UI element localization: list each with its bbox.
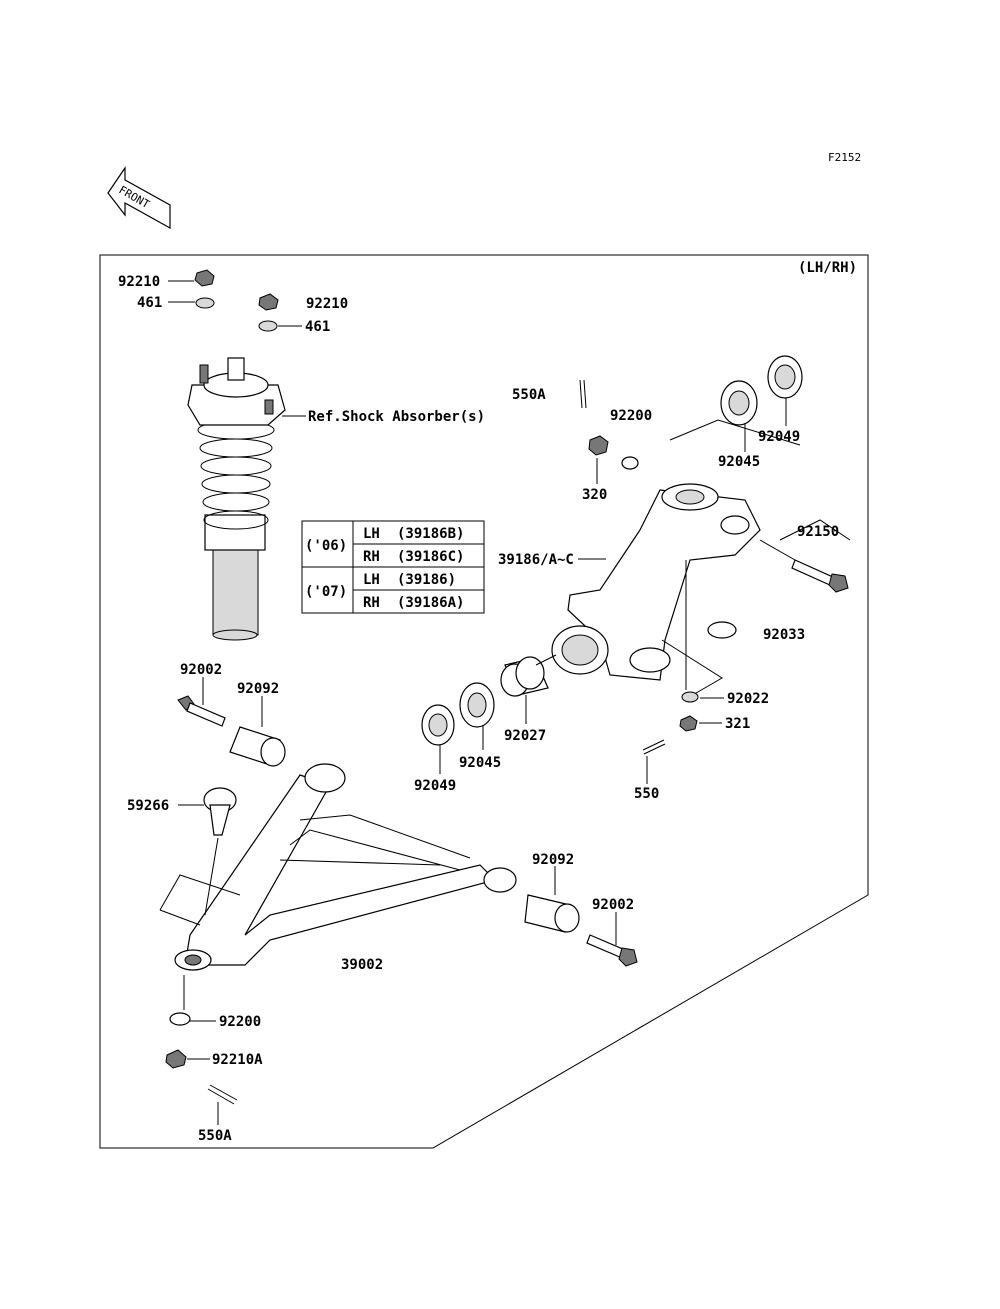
label-92210a: 92210A (212, 1052, 263, 1068)
washer-92200-bottom (169, 1012, 191, 1026)
ref-shock-note: Ref.Shock Absorber(s) (308, 409, 485, 425)
label-92033: 92033 (763, 627, 805, 643)
figure-code: F2152 (828, 151, 861, 164)
castle-nut-92210a (165, 1049, 187, 1069)
nut-321 (679, 715, 698, 732)
label-320: 320 (582, 487, 607, 503)
seal-92049-top (767, 355, 803, 399)
bolt-92002-bottom (586, 934, 638, 967)
steering-knuckle (551, 483, 761, 681)
shock-absorber (187, 357, 286, 641)
label-92045-top: 92045 (718, 454, 760, 470)
table-side-lh-06: LH (363, 526, 380, 542)
label-92049-top: 92049 (758, 429, 800, 445)
circlip-92033 (707, 621, 737, 639)
bolt-92150 (791, 559, 849, 593)
variant-table: ('06) LH (39186B) RH (39186C) ('07) LH (… (301, 520, 485, 614)
side-note: (LH/RH) (798, 260, 857, 276)
table-year-06: ('06) (305, 538, 347, 554)
washer-92200-top (621, 456, 639, 470)
table-part-39186: (39186) (397, 572, 456, 588)
label-92210-top: 92210 (118, 274, 160, 290)
label-39002: 39002 (341, 957, 383, 973)
nut-92210-top (194, 269, 215, 287)
label-92092-top: 92092 (237, 681, 279, 697)
label-39186: 39186/A~C (498, 552, 574, 568)
label-92150: 92150 (797, 524, 839, 540)
washer-92022 (681, 691, 699, 703)
seal-92049-bottom (421, 704, 455, 746)
table-side-lh-07: LH (363, 572, 380, 588)
bearing-92045-bottom (459, 682, 495, 728)
washer-461-mid (258, 320, 278, 332)
table-year-07: ('07) (305, 584, 347, 600)
label-92045-bottom: 92045 (459, 755, 501, 771)
nut-92210-mid (258, 293, 279, 311)
label-92002-top: 92002 (180, 662, 222, 678)
cotter-pin-550a-bottom (207, 1084, 238, 1105)
table-side-rh-07: RH (363, 595, 380, 611)
label-550: 550 (634, 786, 659, 802)
cotter-pin-550a-top (579, 379, 587, 409)
bolt-92002-top (177, 695, 226, 727)
label-461-top: 461 (137, 295, 162, 311)
table-part-39186c: (39186C) (397, 549, 464, 565)
label-92027: 92027 (504, 728, 546, 744)
table-side-rh-06: RH (363, 549, 380, 565)
castle-nut-320 (588, 435, 609, 456)
lower-a-arm-39002 (159, 763, 517, 971)
label-550a-top: 550A (512, 387, 546, 403)
bearing-92045-top (720, 380, 758, 426)
ball-joint-59266 (203, 787, 237, 836)
label-461-mid: 461 (305, 319, 330, 335)
table-part-39186a: (39186A) (397, 595, 464, 611)
label-321: 321 (725, 716, 750, 732)
table-part-39186b: (39186B) (397, 526, 464, 542)
front-arrow-icon: FRONT (107, 166, 171, 230)
diagram-frame (99, 254, 869, 1149)
bushing-92092-bottom (524, 894, 580, 933)
label-92210-mid: 92210 (306, 296, 348, 312)
label-92200-bottom: 92200 (219, 1014, 261, 1030)
label-92200-top: 92200 (610, 408, 652, 424)
washer-461-top (195, 297, 215, 309)
label-92049-bottom: 92049 (414, 778, 456, 794)
label-92002-bottom: 92002 (592, 897, 634, 913)
label-550a-bottom: 550A (198, 1128, 232, 1144)
label-92092-bottom: 92092 (532, 852, 574, 868)
label-59266: 59266 (127, 798, 169, 814)
label-92022: 92022 (727, 691, 769, 707)
cotter-pin-550 (642, 739, 666, 755)
bushing-92092-top (229, 726, 286, 767)
